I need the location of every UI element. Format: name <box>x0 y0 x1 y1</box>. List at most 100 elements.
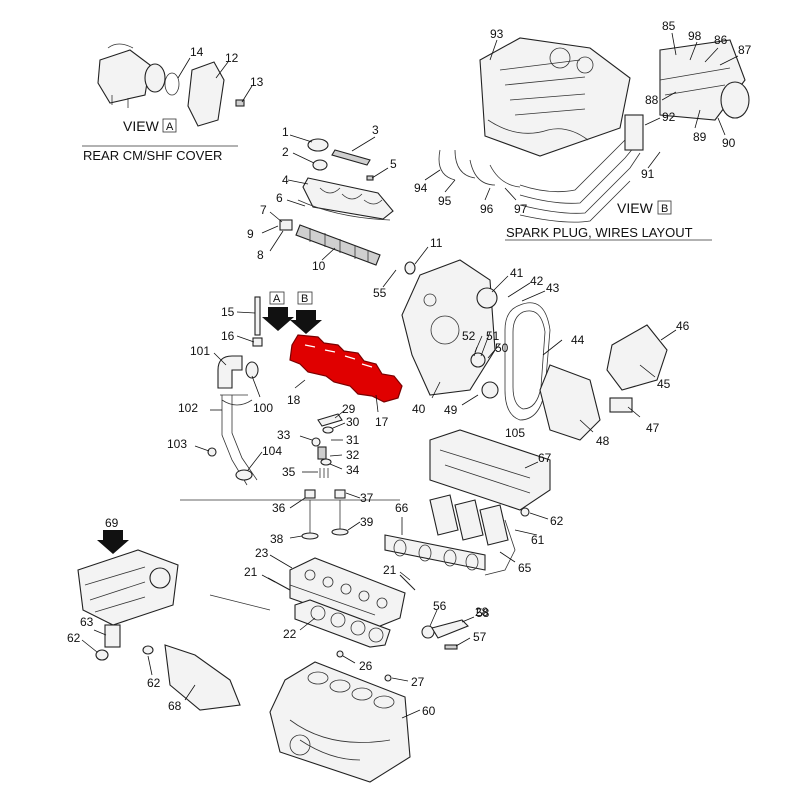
part-number: 98 <box>688 29 702 43</box>
part-number: 11 <box>430 236 443 250</box>
part-number: 29 <box>342 402 356 416</box>
caption-spark-plug-layout: SPARK PLUG, WIRES LAYOUT <box>506 225 693 240</box>
part-number: 7 <box>260 203 267 217</box>
part-number: 85 <box>662 19 676 33</box>
rocker-group <box>421 609 475 650</box>
part-number: 56 <box>433 599 447 613</box>
part-number: 30 <box>346 415 360 429</box>
part-number: 27 <box>411 675 425 689</box>
part-number-labels: 1 2 3 4 5 6 7 8 9 10 11 12 13 14 15 16 1… <box>67 19 752 718</box>
part-number: 35 <box>282 465 296 479</box>
part-number: 15 <box>221 305 235 319</box>
part-number: 65 <box>518 561 532 575</box>
engine-block-group <box>269 661 421 783</box>
part-number: 23 <box>255 546 269 560</box>
part-number: 8 <box>257 248 264 262</box>
part-number: 38 <box>270 532 284 546</box>
part-number: 92 <box>662 110 676 124</box>
part-number: 50 <box>495 341 509 355</box>
part-number: 100 <box>253 401 273 415</box>
part-number: 97 <box>514 202 528 216</box>
part-number: 40 <box>412 402 426 416</box>
captions: REAR CM/SHF COVER SPARK PLUG, WIRES LAYO… <box>83 118 693 305</box>
part-number: 62 <box>67 631 81 645</box>
view-a-letter: A <box>166 121 174 133</box>
part-number: 39 <box>360 515 374 529</box>
part-number: 60 <box>422 704 436 718</box>
part-number: 96 <box>480 202 494 216</box>
part-number: 104 <box>262 444 282 458</box>
arrow-b-letter: B <box>301 293 308 305</box>
spark-plug-layout-inset <box>438 37 750 241</box>
part-number: 42 <box>530 274 544 288</box>
part-number: 102 <box>178 401 198 415</box>
part-number: 14 <box>190 45 204 59</box>
part-number: 45 <box>657 377 671 391</box>
part-number: 16 <box>221 329 235 343</box>
part-number: 67 <box>538 451 552 465</box>
part-number: 9 <box>247 227 254 241</box>
part-number: 36 <box>272 501 286 515</box>
part-number: 57 <box>473 630 487 644</box>
part-number: 4 <box>282 173 289 187</box>
part-number: 62 <box>147 676 161 690</box>
part-number: 22 <box>283 627 297 641</box>
part-number: 3 <box>372 123 379 137</box>
part-number: 58 <box>476 606 490 620</box>
part-number: 21 <box>244 565 258 579</box>
part-number: 62 <box>550 514 564 528</box>
part-number: 55 <box>373 286 387 300</box>
pipe-group <box>194 296 379 486</box>
part-number: 48 <box>596 434 610 448</box>
part-number: 12 <box>225 51 239 65</box>
part-number: 91 <box>641 167 655 181</box>
part-number: 44 <box>571 333 585 347</box>
spark-lead-lines <box>424 32 739 201</box>
part-number: 51 <box>486 329 500 343</box>
part-number: 41 <box>510 266 524 280</box>
part-number: 21 <box>383 563 397 577</box>
part-number: 5 <box>390 157 397 171</box>
part-number: 52 <box>462 329 476 343</box>
part-number: 105 <box>505 426 525 440</box>
rear-cover-inset <box>82 43 253 147</box>
part-number: 61 <box>531 533 545 547</box>
part-number: 1 <box>282 125 289 139</box>
part-number: 31 <box>346 433 360 447</box>
part-number: 93 <box>490 27 504 41</box>
part-number: 46 <box>676 319 690 333</box>
valve-train-group <box>289 409 361 540</box>
arrow-a <box>262 291 294 331</box>
part-number: 17 <box>375 415 389 429</box>
part-number: 26 <box>359 659 373 673</box>
part-number: 86 <box>714 33 728 47</box>
timing-group <box>401 259 677 441</box>
part-number: 47 <box>646 421 660 435</box>
cam-cover-group <box>261 134 429 288</box>
manifold-group <box>384 429 551 576</box>
arrow-a-letter: A <box>273 293 281 305</box>
part-number: 28 <box>475 605 489 619</box>
part-number: 89 <box>693 130 707 144</box>
part-number: 103 <box>167 437 187 451</box>
part-number: 33 <box>277 428 291 442</box>
part-number: 32 <box>346 448 360 462</box>
part-number: 95 <box>438 194 452 208</box>
part-number: 43 <box>546 281 560 295</box>
view-b-word: VIEW <box>617 200 654 216</box>
view-b-letter: B <box>661 203 668 215</box>
part-number: 37 <box>360 491 374 505</box>
part-number: 10 <box>312 259 326 273</box>
arrow-b <box>290 291 322 334</box>
caption-rear-cover: REAR CM/SHF COVER <box>83 148 222 163</box>
part-number: 18 <box>287 393 301 407</box>
part-number: 88 <box>645 93 659 107</box>
part-number: 63 <box>80 615 94 629</box>
part-number: 68 <box>168 699 182 713</box>
part-number: 69 <box>105 516 119 530</box>
part-number: 13 <box>250 75 264 89</box>
cylinder-head-group <box>261 554 416 664</box>
part-number: 66 <box>395 501 409 515</box>
part-number: 101 <box>190 344 210 358</box>
